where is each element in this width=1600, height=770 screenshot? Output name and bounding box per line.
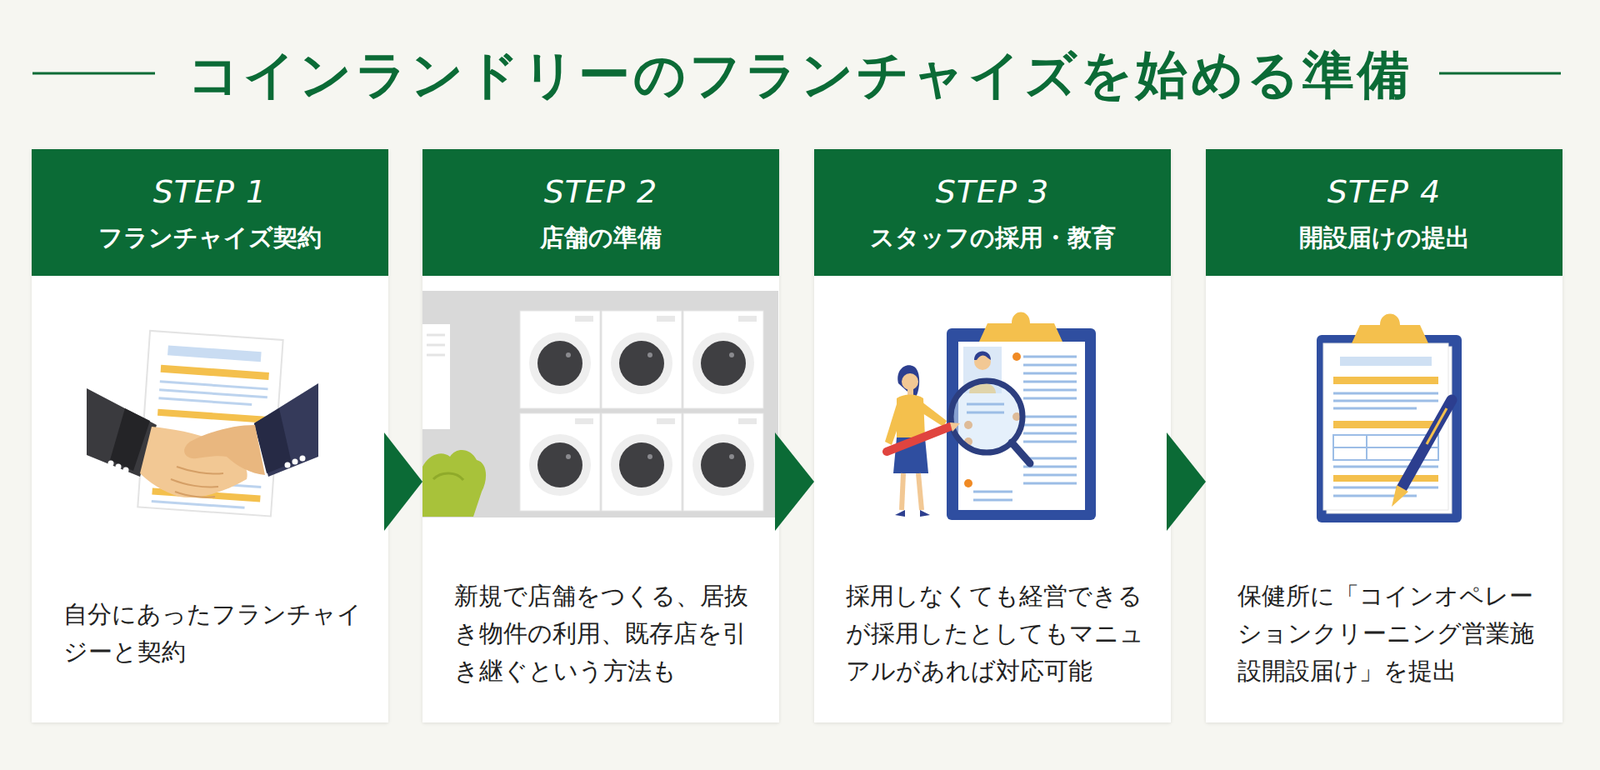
header-band: STEP 1 フランチャイズ契約	[31, 149, 389, 276]
step-arrow	[384, 432, 423, 531]
step-description: 自分にあったフランチャイジーと契約	[63, 595, 362, 671]
step-number: STEP 2	[422, 169, 780, 215]
step-body-area: 自分にあったフランチャイジーと契約	[63, 550, 362, 717]
step-description: 保健所に「コインオペレーションクリーニング営業施設開設届け」を提出	[1237, 577, 1536, 690]
step-number: STEP 3	[814, 169, 1171, 215]
step-arrow	[775, 432, 815, 531]
step-heading: スタッフの採用・教育	[814, 220, 1171, 255]
step-description: 採用しなくても経営できるが採用したとしてもマニュアルがあれば対応可能	[845, 577, 1145, 690]
handshake-illustration	[86, 330, 319, 517]
step-heading: 店舗の準備	[422, 220, 780, 255]
recruit-illustration	[885, 312, 1096, 521]
diagram-title: コインランドリーのフランチャイズを始める準備	[0, 41, 1600, 109]
header-band: STEP 3 スタッフの採用・教育	[814, 149, 1171, 276]
step-description: 新規で店舗をつくる、居抜き物件の利用、既存店を引き継ぐという方法も	[454, 577, 753, 690]
laundromat-illustration	[422, 290, 779, 518]
step-card: STEP 4 開設届けの提出保健所に「コインオペレーションクリーニング営業施設開設…	[1205, 149, 1563, 723]
step-card: STEP 2 店舗の準備新規で店舗をつくる、居抜き物件の利用、既存店を引き継ぐとい…	[422, 149, 780, 723]
step-arrow	[1166, 432, 1206, 531]
step-number: STEP 1	[31, 169, 389, 215]
step-card: STEP 1 フランチャイズ契約自分にあったフランチャイジーと契約	[31, 149, 389, 723]
title-rule	[32, 72, 155, 75]
step-heading: フランチャイズ契約	[31, 220, 389, 255]
step-body-area: 採用しなくても経営できるが採用したとしてもマニュアルがあれば対応可能	[845, 550, 1145, 717]
header-band: STEP 2 店舗の準備	[422, 149, 780, 276]
step-heading: 開設届けの提出	[1205, 220, 1563, 255]
step-body-area: 新規で店舗をつくる、居抜き物件の利用、既存店を引き継ぐという方法も	[454, 550, 753, 717]
form-illustration	[1316, 314, 1462, 524]
step-card: STEP 3 スタッフの採用・教育採用しなくても経営できるが採用したとしてもマニュ…	[814, 149, 1171, 723]
step-body-area: 保健所に「コインオペレーションクリーニング営業施設開設届け」を提出	[1237, 550, 1536, 717]
title-rule	[1439, 72, 1561, 75]
header-band: STEP 4 開設届けの提出	[1205, 149, 1563, 276]
step-number: STEP 4	[1205, 169, 1563, 215]
